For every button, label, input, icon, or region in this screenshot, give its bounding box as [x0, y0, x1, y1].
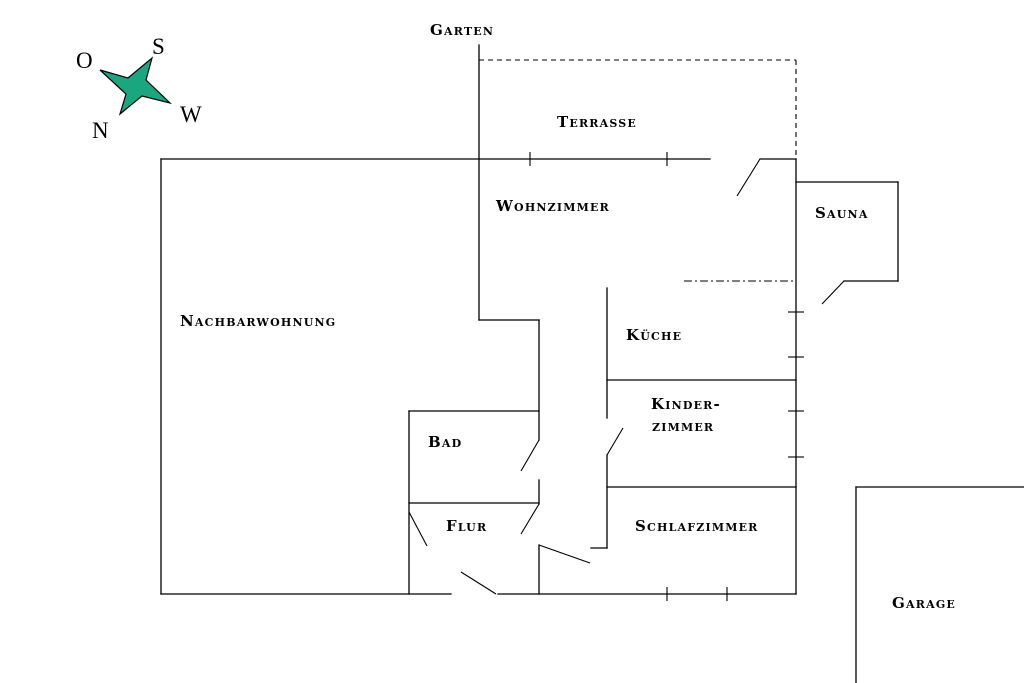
door-kids [606, 427, 624, 456]
label-bath: Bad [428, 433, 462, 451]
label-sauna: Sauna [815, 204, 869, 222]
room-labels: Garten Terrasse Wohnzimmer Sauna Nachbar… [180, 21, 956, 612]
door-hall-living [520, 503, 540, 535]
compass-rose: O S W N [76, 34, 202, 143]
label-hall: Flur [446, 517, 487, 535]
door-sauna [821, 280, 845, 305]
compass-star-icon [99, 56, 173, 116]
dashed-boundaries [479, 59, 797, 282]
window-ticks [529, 152, 804, 601]
label-terrace: Terrasse [557, 113, 637, 131]
compass-north-label: N [92, 118, 109, 143]
walls [160, 44, 1024, 683]
label-kitchen: Küche [626, 326, 682, 344]
doors [408, 158, 845, 595]
label-bedroom: Schlafzimmer [635, 517, 759, 535]
door-entrance [460, 571, 497, 595]
door-terrace [736, 158, 761, 197]
label-kids-room-line1: Kinder- [651, 395, 721, 413]
label-kids-room-line2: zimmer [652, 417, 714, 435]
label-neighbour-apartment: Nachbarwohnung [180, 312, 336, 330]
label-living-room: Wohnzimmer [495, 197, 610, 215]
door-bedroom [538, 544, 591, 564]
compass-south-label: S [152, 34, 165, 59]
label-garden: Garten [430, 21, 494, 39]
door-bath [520, 439, 540, 472]
compass-east-label: O [76, 48, 93, 73]
compass-west-label: W [180, 102, 202, 127]
door-hall-west [408, 511, 428, 547]
label-garage: Garage [892, 594, 956, 612]
